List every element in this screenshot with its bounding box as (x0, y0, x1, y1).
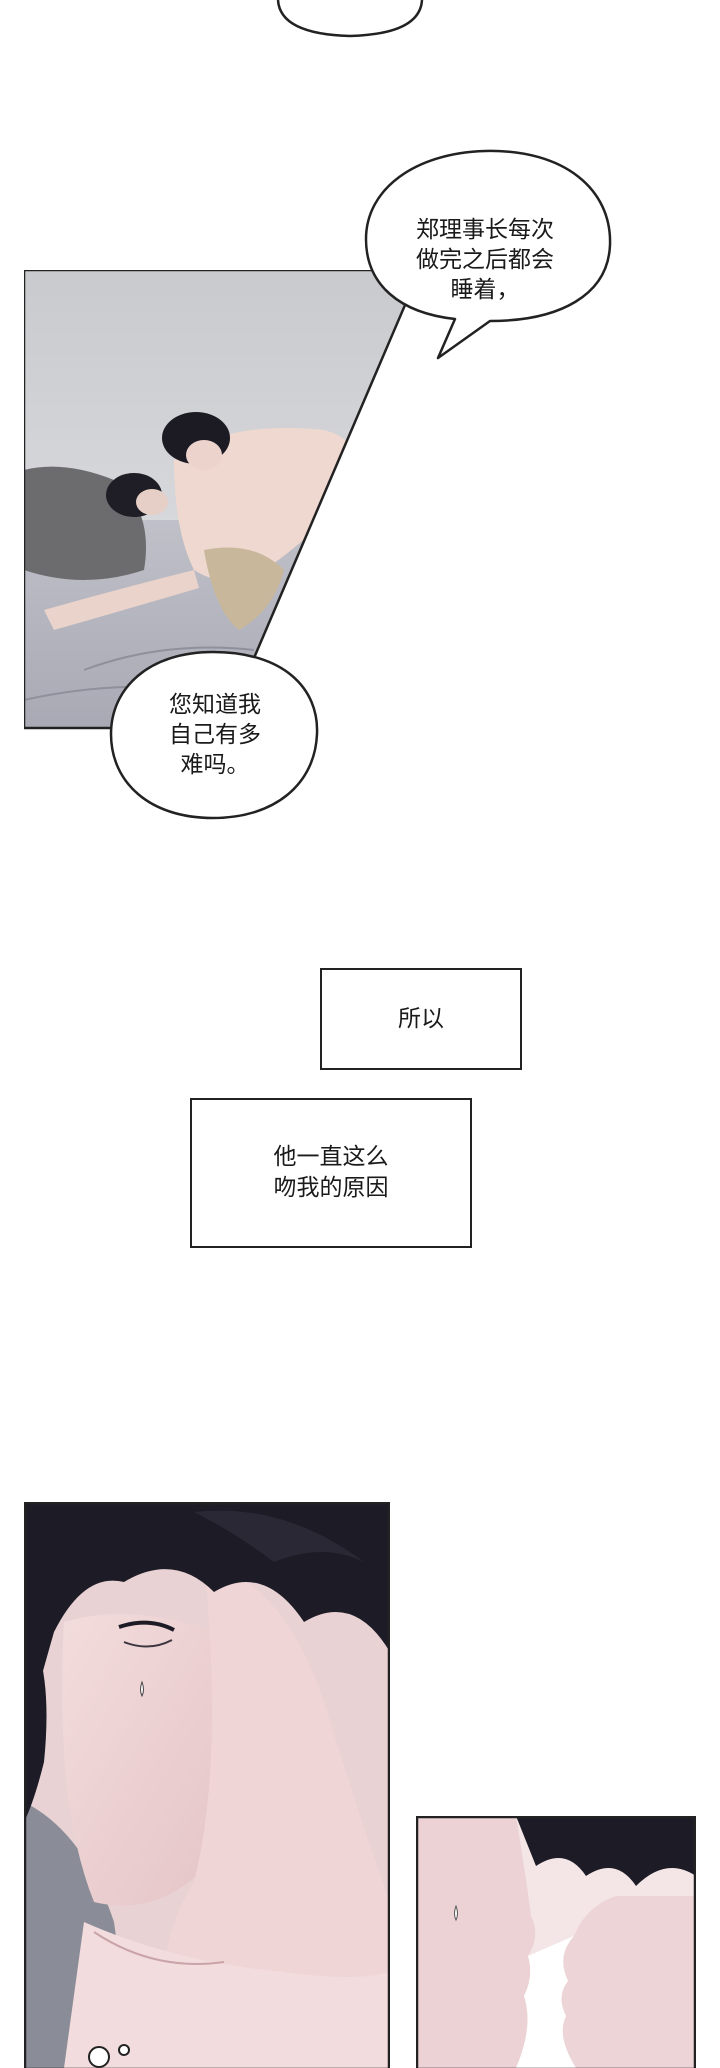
partial-speech-bubble (276, 0, 424, 38)
speech-bubble-2 (109, 650, 319, 820)
panel-kiss-closeup (24, 1502, 390, 2068)
speech-bubble-1 (364, 149, 612, 360)
caption-box-2: 他一直这么 吻我的原因 (190, 1098, 472, 1248)
panel-kiss-detail (416, 1816, 696, 2068)
speech-bubble-2-text: 您知道我 自己有多 难吗。 (169, 692, 261, 778)
panel-bed-scene (24, 270, 420, 730)
caption-box-1: 所以 (320, 968, 522, 1070)
speech-bubble-1-text: 郑理事长每次 做完之后都会 睡着， (416, 217, 554, 303)
